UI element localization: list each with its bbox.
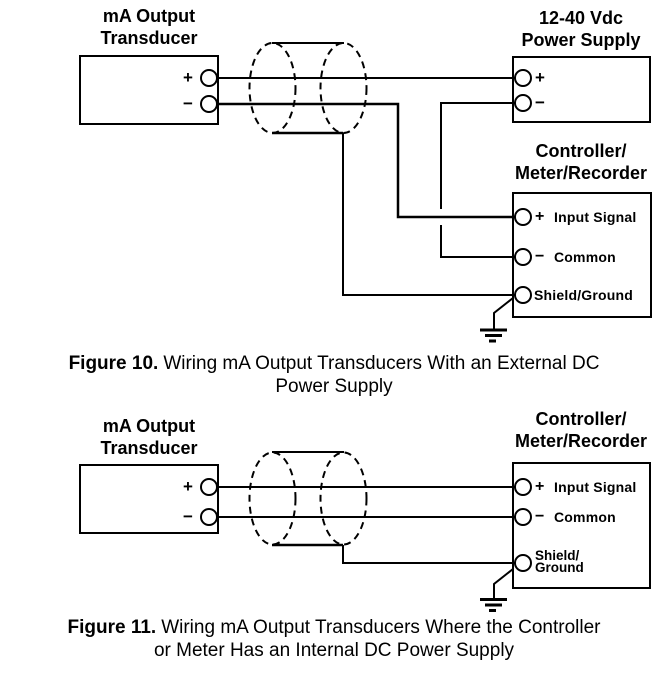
f10-transducer-minus-terminal: [200, 95, 218, 113]
f10-terminal-common: − Common: [535, 248, 616, 266]
f11-transducer-plus-sign: +: [183, 477, 193, 496]
f11-shield-ground-terminal: [514, 554, 532, 572]
f10-transducer-minus-sign: −: [183, 94, 193, 113]
f10-power-supply-title-line1: 12-40 Vdc: [538, 8, 624, 28]
f10-shield-ground-terminal: [514, 286, 532, 304]
figure11-diagram: [79, 451, 651, 612]
figure10-caption-number: Figure 10.: [68, 353, 159, 374]
f10-common-label: Common: [554, 249, 616, 265]
f11-terminal-common: − Common: [535, 508, 616, 526]
f11-terminal-input-signal: + Input Signal: [535, 478, 637, 496]
f10-input-signal-sign: +: [535, 208, 545, 225]
f11-cable-shield-ellipse-right: [319, 451, 368, 546]
f11-wire-shield: [342, 545, 520, 564]
f10-shield-ground-label: Shield/Ground: [534, 287, 634, 303]
f10-supply-minus-sign: −: [535, 93, 545, 112]
f10-supply-minus-terminal: [514, 94, 532, 112]
f10-wire-shield: [342, 133, 520, 296]
f11-transducer-minus-terminal: [200, 508, 218, 526]
f11-terminal-shield-ground: Shield/ Ground: [535, 548, 584, 575]
f10-ground-symbol: [480, 297, 514, 343]
figure10-diagram: [79, 42, 652, 343]
f10-cable-shield-ellipse-left: [248, 42, 297, 134]
f10-terminal-shield-ground: Shield/Ground: [534, 286, 633, 304]
figure10-caption-line1: Figure 10.Wiring mA Output Transducers W…: [0, 352, 668, 375]
f10-transducer-plus-sign: +: [183, 68, 193, 87]
f11-transducer-title-line2: Transducer: [100, 438, 198, 458]
f11-shield-ground-label-line1: Shield/: [535, 548, 580, 563]
f11-input-signal-sign: +: [535, 478, 545, 495]
figure11-caption: Figure 11.Wiring mA Output Transducers W…: [0, 616, 668, 662]
f11-transducer-minus-sign: −: [183, 507, 193, 526]
f10-transducer-box: [79, 55, 219, 125]
f11-common-label: Common: [554, 509, 616, 525]
f10-controller-box: [512, 192, 652, 318]
figure10-caption-line2: Power Supply: [275, 376, 393, 397]
f10-wire-negative-to-input: [218, 102, 520, 219]
f11-transducer-title-line1: mA Output: [102, 416, 196, 436]
f11-transducer-plus-terminal: [200, 478, 218, 496]
figure11-caption-number: Figure 11.: [67, 617, 157, 638]
f10-input-signal-label: Input Signal: [554, 209, 637, 225]
f10-transducer-title-line2: Transducer: [100, 28, 198, 48]
f10-cable-shield-ellipse-right: [319, 42, 368, 134]
f10-power-supply-title-line2: Power Supply: [521, 30, 641, 50]
figure10-caption: Figure 10.Wiring mA Output Transducers W…: [0, 352, 668, 398]
f11-transducer-box: [79, 464, 219, 534]
f11-input-signal-terminal: [514, 478, 532, 496]
f10-transducer-title: mA Output Transducer: [59, 5, 239, 49]
f11-controller-title-line1: Controller/: [535, 409, 627, 429]
figure11-caption-text: Wiring mA Output Transducers Where the C…: [161, 617, 601, 638]
f10-power-supply-box: [512, 56, 651, 123]
f10-controller-title: Controller/ Meter/Recorder: [491, 140, 668, 184]
f11-transducer-title: mA Output Transducer: [59, 415, 239, 459]
figure11-caption-line2: or Meter Has an Internal DC Power Supply: [153, 640, 515, 661]
f10-terminal-input-signal: + Input Signal: [535, 208, 637, 226]
f10-transducer-plus-terminal: [200, 69, 218, 87]
f10-wire-supply-minus-upper: [440, 102, 520, 209]
f11-common-terminal: [514, 508, 532, 526]
figure11-caption-line1: Figure 11.Wiring mA Output Transducers W…: [0, 616, 668, 639]
f11-controller-box: [512, 462, 651, 589]
f10-controller-title-line2: Meter/Recorder: [514, 163, 648, 183]
f10-controller-title-line1: Controller/: [535, 141, 627, 161]
f10-supply-plus-sign: +: [535, 68, 545, 87]
f11-cable-shield-ellipse-left: [248, 451, 297, 546]
f10-transducer-title-line1: mA Output: [102, 6, 196, 26]
f10-common-sign: −: [535, 248, 545, 265]
f11-shield-ground-label-line2: Ground: [535, 560, 584, 575]
f11-common-sign: −: [535, 508, 545, 525]
f10-supply-plus-terminal: [514, 69, 532, 87]
f10-common-terminal: [514, 248, 532, 266]
f10-power-supply-title: 12-40 Vdc Power Supply: [491, 7, 668, 51]
f10-input-signal-terminal: [514, 208, 532, 226]
f11-controller-title: Controller/ Meter/Recorder: [491, 408, 668, 452]
f11-input-signal-label: Input Signal: [554, 479, 637, 495]
f11-ground-symbol: [480, 568, 514, 612]
f11-controller-title-line2: Meter/Recorder: [514, 431, 648, 451]
f10-wire-supply-minus-lower: [440, 225, 520, 258]
figure10-caption-text: Wiring mA Output Transducers With an Ext…: [163, 353, 600, 374]
